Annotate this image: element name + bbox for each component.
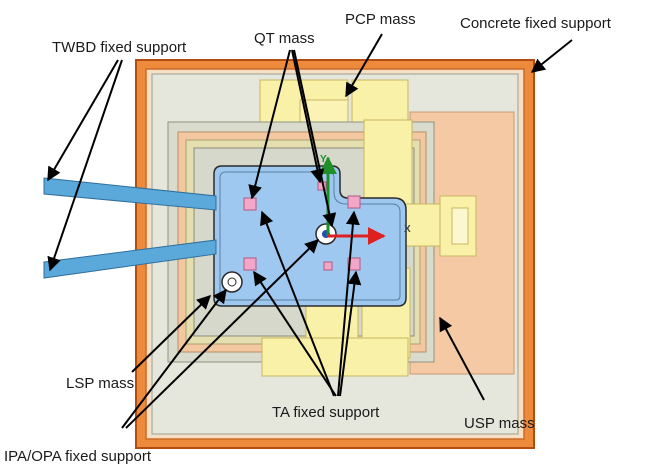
label-concrete: Concrete fixed support: [460, 15, 612, 32]
label-pcp: PCP mass: [345, 11, 416, 28]
y-axis-label: Y: [320, 154, 327, 165]
pink-square-4: [347, 257, 361, 271]
label-ta: TA fixed support: [272, 404, 380, 421]
label-qt: QT mass: [254, 30, 315, 47]
ta-leader-4: [339, 270, 362, 397]
x-axis-label: X: [404, 224, 411, 235]
yellow-block-bottom-base: [261, 337, 409, 377]
lsp-leader: [131, 295, 212, 373]
label-usp: USP mass: [464, 415, 535, 432]
qt-leader-3: [293, 49, 337, 228]
pcp-leader: [345, 33, 383, 98]
yellow-block-right-tab-inner: [451, 207, 469, 245]
ipa-leader-1: [121, 288, 227, 429]
qt-leader-2: [291, 49, 325, 184]
twbd-leader-1: [47, 59, 119, 182]
ipa-leader-2: [125, 239, 320, 429]
qt-leader-1: [248, 49, 291, 200]
ta-leader-2: [253, 270, 337, 397]
pink-small-2: [323, 261, 333, 271]
usp-leader: [439, 316, 485, 401]
twbd-beam-upper: [43, 177, 217, 211]
twbd-beam-lower: [43, 239, 217, 279]
pink-square-2: [347, 195, 361, 209]
yellow-block-right-tab: [439, 195, 477, 257]
label-lsp: LSP mass: [66, 375, 134, 392]
pink-square-3: [243, 257, 257, 271]
lsp-circle-dot: [227, 277, 237, 287]
ta-leader-1: [260, 210, 335, 397]
pink-square-1: [243, 197, 257, 211]
twbd-leader-2: [47, 59, 123, 272]
concrete-leader: [530, 39, 573, 73]
label-twbd: TWBD fixed support: [52, 39, 187, 56]
label-ipa-opa: IPA/OPA fixed support: [4, 448, 152, 465]
ta-leader-3: [337, 210, 360, 397]
